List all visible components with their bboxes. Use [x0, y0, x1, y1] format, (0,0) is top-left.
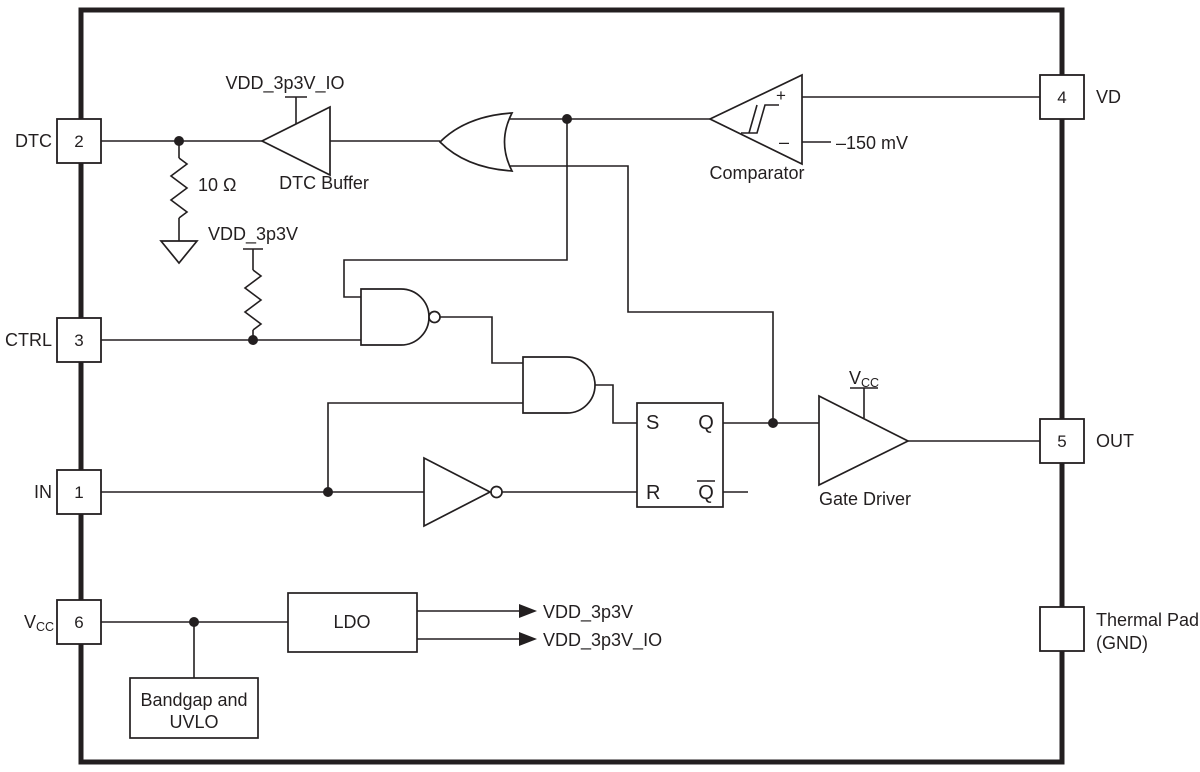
- inverter-triangle: [423, 456, 492, 528]
- arrow-right-icon: [519, 632, 537, 646]
- arrow-right-icon: [519, 604, 537, 618]
- pin-number-out: 5: [1057, 432, 1066, 451]
- pin-label-ctrl: CTRL: [5, 330, 52, 350]
- comparator-triangle: [708, 73, 803, 166]
- wire-in-to-and: [327, 402, 523, 492]
- comparator-plus-label: +: [776, 86, 786, 105]
- gate-driver-triangle: [818, 394, 910, 487]
- pin-box-dtc: [56, 118, 102, 164]
- resistor-pullup: [243, 269, 263, 331]
- pin-box-ctrl: [56, 317, 102, 363]
- vdd-supply-label: VDD_3p3V: [208, 224, 298, 245]
- dtc-buffer-triangle: [260, 105, 331, 177]
- sr-latch-box: [636, 402, 724, 508]
- thermal-pad-label-line2: (GND): [1096, 633, 1148, 653]
- pin-label-dtc: DTC: [15, 131, 52, 151]
- pin-box-thermal-pad: [1039, 606, 1085, 652]
- junction-dot: [562, 114, 572, 124]
- pin-label-vcc: VCC: [24, 612, 54, 634]
- junction-dot: [174, 136, 184, 146]
- latch-qbar-label: Q: [698, 482, 714, 504]
- pin-box-vcc: [56, 599, 102, 645]
- thermal-pad-label-line1: Thermal Pad: [1096, 610, 1199, 630]
- latch-r-label: R: [646, 482, 660, 504]
- bandgap-label-line2: UVLO: [169, 712, 218, 732]
- comparator-label: Comparator: [709, 163, 804, 183]
- wire-and-to-s: [595, 384, 637, 424]
- ldo-out2-label: VDD_3p3V_IO: [543, 630, 662, 651]
- wire-nand-to-and: [440, 316, 523, 364]
- gate-driver-supply-label: VCC: [849, 368, 879, 390]
- junction-dot: [323, 487, 333, 497]
- comparator-minus-label: –: [779, 132, 789, 152]
- resistor-10ohm: [169, 157, 189, 219]
- vdd-io-supply-label: VDD_3p3V_IO: [225, 73, 344, 94]
- junction-dot: [248, 335, 258, 345]
- ldo-out1-label: VDD_3p3V: [543, 602, 633, 623]
- inverter-bubble-icon: [490, 485, 503, 499]
- pin-number-vd: 4: [1057, 88, 1066, 107]
- pin-number-in: 1: [74, 483, 83, 502]
- gate-driver-label: Gate Driver: [819, 489, 911, 509]
- pin-box-out: [1039, 418, 1085, 464]
- pin-label-in: IN: [34, 482, 52, 502]
- wire-comp-to-nand: [343, 119, 568, 298]
- latch-q-label: Q: [698, 412, 714, 434]
- resistor-value-label: 10 Ω: [198, 175, 236, 195]
- hysteresis-icon: [748, 104, 758, 134]
- pin-label-out: OUT: [1096, 431, 1134, 451]
- ldo-label: LDO: [333, 612, 370, 632]
- ground-icon: [159, 240, 199, 265]
- pin-number-vcc: 6: [74, 613, 83, 632]
- pin-number-ctrl: 3: [74, 331, 83, 350]
- nand-bubble-icon: [428, 310, 441, 324]
- latch-s-label: S: [646, 412, 659, 434]
- bandgap-uvlo-block: [129, 677, 259, 739]
- nand-gate: [360, 288, 430, 346]
- and-gate: [522, 356, 596, 414]
- pin-number-dtc: 2: [74, 132, 83, 151]
- device-boundary: [78, 7, 1065, 765]
- junction-dot: [189, 617, 199, 627]
- pin-label-vd: VD: [1096, 87, 1121, 107]
- wire-q-feedback-to-or: [506, 165, 774, 423]
- junction-dot: [768, 418, 778, 428]
- comparator-ref-label: –150 mV: [836, 133, 908, 153]
- bandgap-label-line1: Bandgap and: [140, 690, 247, 710]
- pin-box-in: [56, 469, 102, 515]
- ldo-block: [287, 592, 418, 653]
- or-gate: [438, 112, 514, 172]
- pin-box-vd: [1039, 74, 1085, 120]
- dtc-buffer-label: DTC Buffer: [279, 173, 369, 193]
